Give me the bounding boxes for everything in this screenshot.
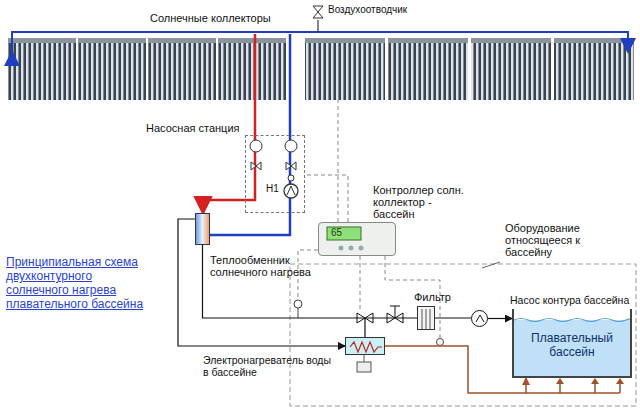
collectors-label: Солнечные коллекторы <box>150 12 271 24</box>
pool-inlets <box>526 381 620 393</box>
pipe-connector <box>210 213 290 235</box>
pipe-connector <box>385 346 526 393</box>
pipe-connector <box>488 318 512 319</box>
pump-station-symbol <box>246 136 304 212</box>
valve-stub <box>364 318 365 337</box>
temp-sensor <box>437 339 444 346</box>
heater-wire <box>364 355 365 362</box>
leader-line <box>482 262 500 268</box>
swimming-pool-label: Плавательный бассейн <box>522 331 622 359</box>
air-vent-pipe <box>317 20 318 32</box>
inlet-arrows <box>556 378 624 384</box>
pipe-connector <box>305 175 348 222</box>
controller: Контроллер солн. коллектор - бассейн <box>318 222 396 256</box>
pump-id: H1 <box>266 183 279 195</box>
sensor-stub <box>298 308 299 318</box>
air-vent-label: Воздухоотводчик <box>328 4 407 16</box>
pump-station-label: Насосная станция <box>146 122 240 134</box>
pump-station: Насосная станция <box>245 135 305 213</box>
diagram-title: Принципиальная схема двухконтурного солн… <box>6 255 156 311</box>
electric-heater-symbol <box>346 338 384 354</box>
air-vent-valve <box>313 6 323 18</box>
heater-control <box>357 362 371 372</box>
valve-actuator <box>390 306 400 318</box>
pool-pump-label: Насос контура бассейна <box>510 294 629 306</box>
controller-symbol <box>319 223 395 255</box>
heat-exchanger-label: Теплообменник солнечного нагрева <box>210 254 335 278</box>
pool-pump: Насос контура бассейна <box>471 310 488 327</box>
collector-header <box>12 32 628 52</box>
signal-lines <box>298 100 440 339</box>
solar-collectors <box>8 38 634 100</box>
electric-heater: Электронагреватель воды в бассейне <box>345 337 385 355</box>
pool-pump-symbol <box>472 311 487 326</box>
pool-equipment-region <box>290 264 636 406</box>
temp-sensor <box>294 300 302 308</box>
swimming-pool: Плавательный бассейн <box>512 305 632 378</box>
region-label: Оборудование относящееся к бассейну <box>505 222 617 258</box>
electric-heater-label: Электронагреватель воды в бассейне <box>203 354 338 378</box>
heat-exchanger: Теплообменник солнечного нагрева <box>195 213 210 245</box>
filter-symbol <box>418 307 434 329</box>
controller-label: Контроллер солн. коллектор - бассейн <box>373 184 473 220</box>
display-value: 65 <box>331 227 342 239</box>
filter: Фильтр <box>417 306 435 330</box>
pipe-connector <box>435 317 471 318</box>
filter-label: Фильтр <box>414 291 451 303</box>
